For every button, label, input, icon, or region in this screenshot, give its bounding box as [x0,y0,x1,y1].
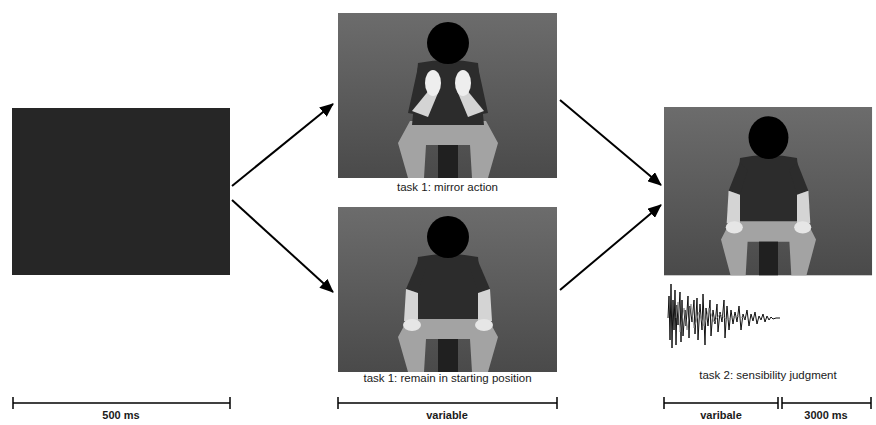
task-caption: task 1: remain in starting position [338,371,557,385]
timeline-bar [13,402,230,404]
stool [438,339,458,372]
duration-label: varibale [700,409,742,422]
timeline-tick [781,397,783,409]
photo-node: task 1: mirror action [338,13,557,194]
timeline [13,397,871,409]
stool [438,145,458,178]
stool [759,242,778,276]
masked-head [427,216,469,258]
hand [726,221,743,233]
photo-ground [664,107,872,275]
timeline-bar [338,402,557,404]
palm [425,70,441,96]
photo-node: task 2: sensibility judgment [664,107,872,382]
timeline-tick [870,397,872,409]
timeline-bar [664,402,778,404]
blank-screen [12,108,230,275]
flow-arrow [560,100,661,185]
photo-mirror-action [338,13,557,178]
flow-arrow [560,205,661,290]
duration-label: 3000 ms [804,409,847,422]
speech-waveform [668,284,780,348]
task-caption: task 1: mirror action [338,180,557,194]
timeline-bar [782,402,871,404]
torso [412,254,484,319]
hand [475,319,493,331]
timeline-tick [229,397,231,409]
hand [403,319,421,331]
photo-node: task 1: remain in starting position [338,207,557,385]
photo-starting-position [338,207,557,372]
forearm [478,289,492,323]
timeline-tick [12,397,14,409]
timeline-tick [337,397,339,409]
legs [721,217,816,275]
forearm [404,289,418,323]
photo-judgment [664,107,872,275]
speech-waveform-shade [676,302,745,332]
arm [789,162,808,195]
forearm [727,191,740,226]
hand [794,221,811,233]
legs [398,121,498,178]
legs [398,315,498,372]
torso [734,155,802,221]
task-caption: task 2: sensibility judgment [664,368,872,382]
masked-head [749,116,789,159]
arm [406,261,426,293]
timeline-tick [777,397,779,409]
photo-ground [338,207,557,372]
palm [455,70,471,96]
photo-ground [338,13,557,178]
arm [470,261,490,293]
duration-label: 500 ms [102,409,139,422]
duration-label: variable [426,409,468,422]
masked-head [427,22,469,64]
flow-arrow [232,104,333,186]
forearm [797,191,810,226]
flow-arrow [232,200,333,292]
timeline-tick [663,397,665,409]
timeline-tick [556,397,558,409]
arm [729,162,748,195]
